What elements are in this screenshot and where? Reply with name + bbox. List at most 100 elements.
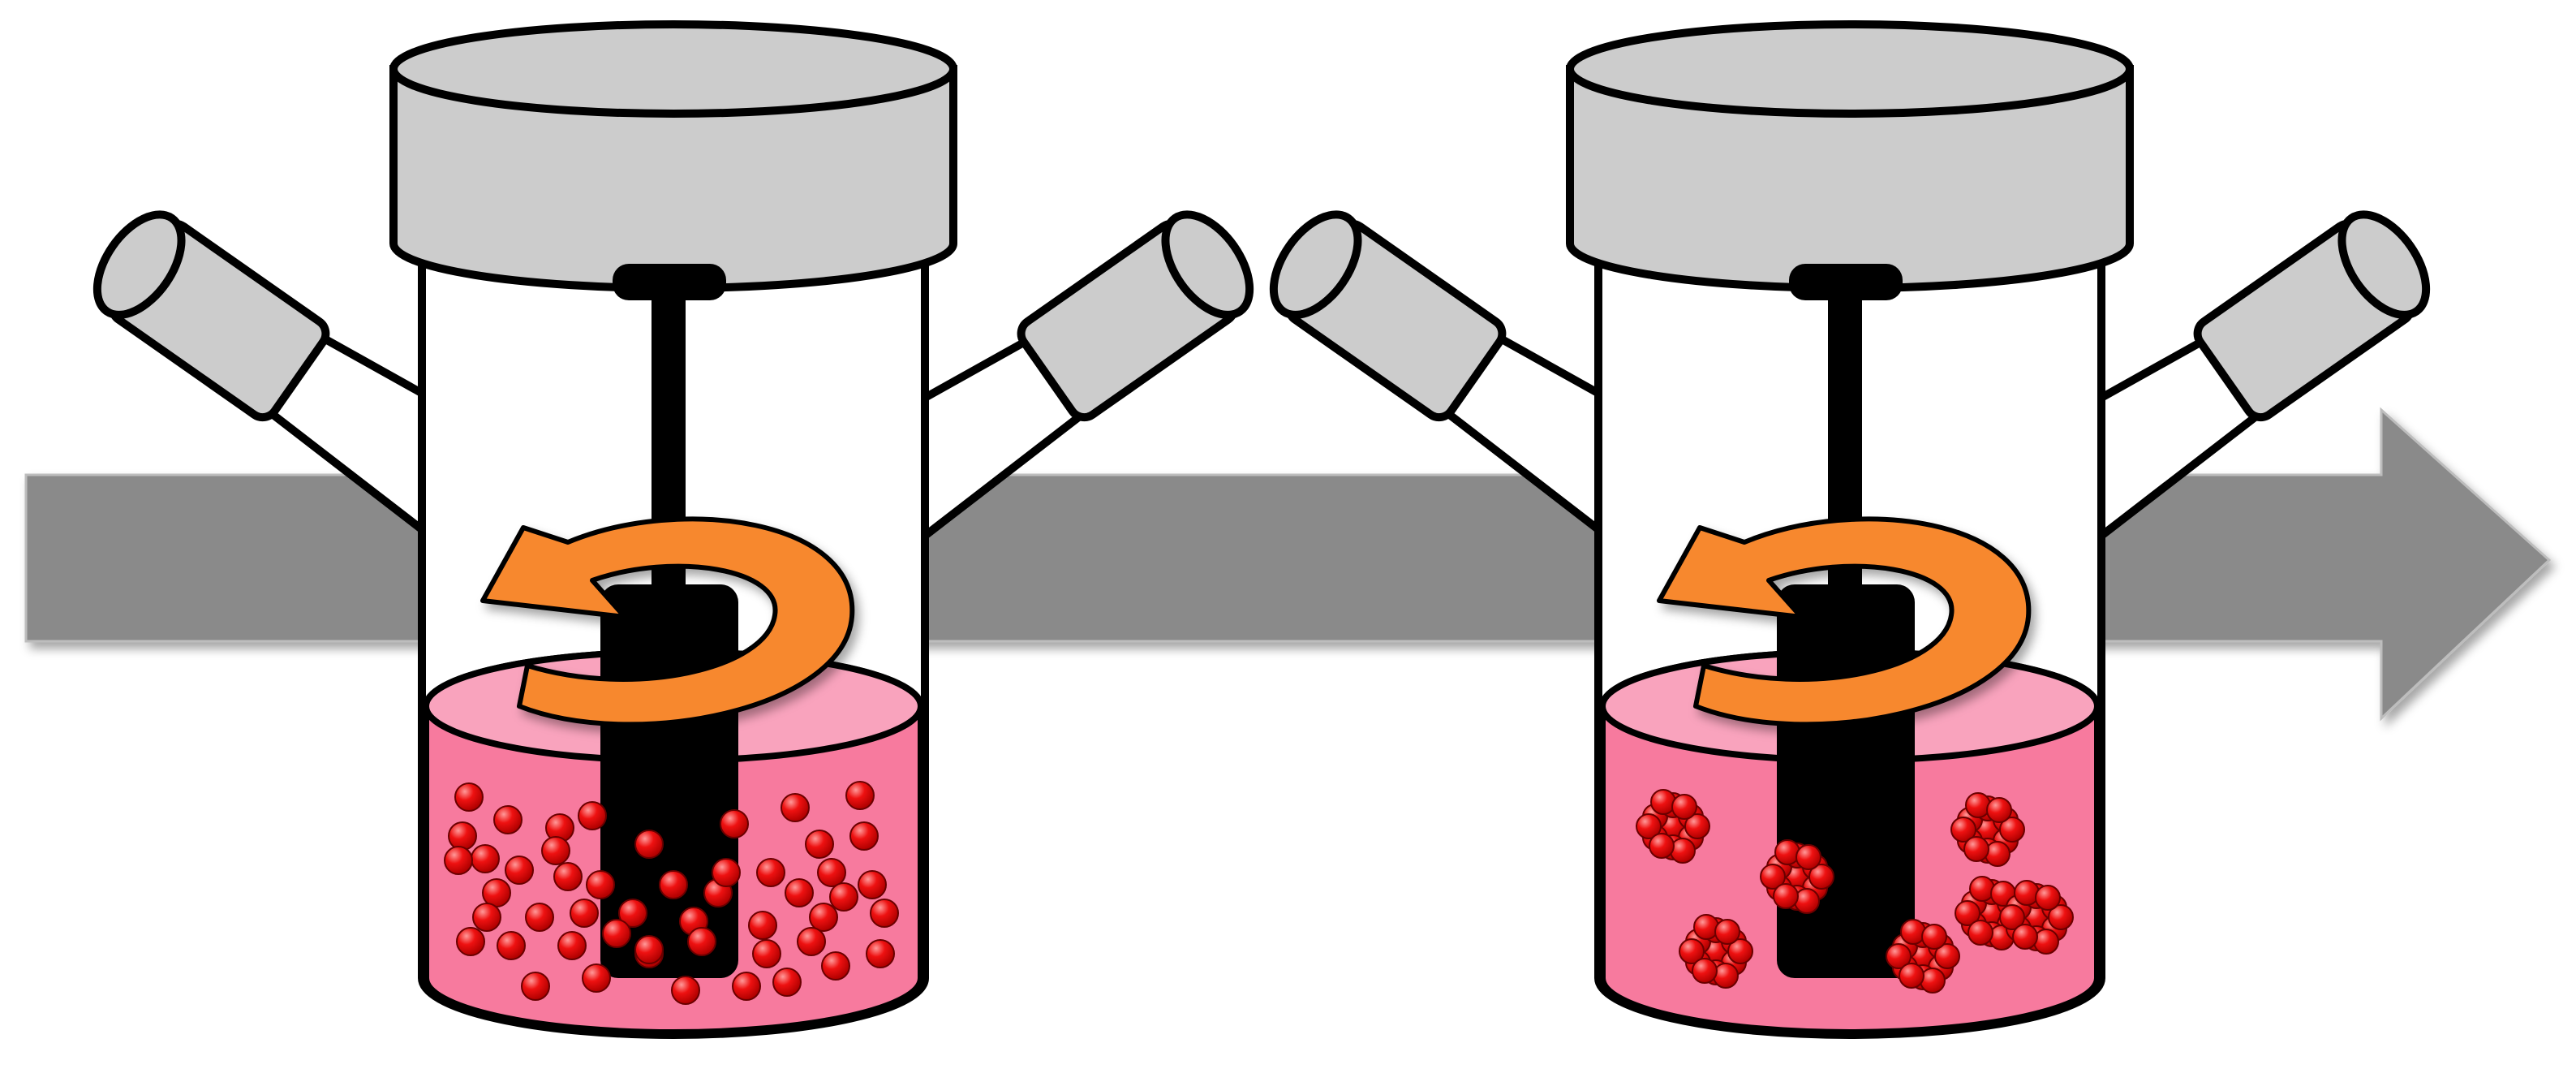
cell xyxy=(1886,943,1912,969)
cell xyxy=(756,858,785,887)
cell xyxy=(817,858,846,887)
cell xyxy=(521,972,550,1001)
cell-aggregate xyxy=(1679,914,1753,989)
cell xyxy=(1920,968,1946,994)
cell-aggregate xyxy=(1760,839,1834,914)
cell-aggregate xyxy=(1950,792,2025,867)
cell xyxy=(618,899,647,928)
cell xyxy=(505,856,534,885)
cell xyxy=(1999,904,2025,930)
cell xyxy=(1649,833,1675,859)
cell xyxy=(444,846,473,875)
cell xyxy=(634,935,664,964)
cell xyxy=(1900,919,1926,945)
cell xyxy=(821,951,850,981)
flask-top-cap xyxy=(1566,20,2134,292)
spinner-flask-aggregates xyxy=(1269,20,2431,1039)
rotation-arrow xyxy=(1657,516,2032,727)
cell xyxy=(1714,919,1740,945)
cell xyxy=(1921,924,1947,950)
side-arm-left xyxy=(1269,210,1611,540)
cell xyxy=(471,844,500,873)
cell xyxy=(866,939,895,968)
cell xyxy=(1986,797,2012,823)
side-arm-right xyxy=(2097,210,2431,540)
cell xyxy=(797,927,826,956)
cell xyxy=(541,836,570,865)
cell xyxy=(2048,904,2074,930)
cell xyxy=(1692,958,1718,984)
cell xyxy=(1963,836,1989,862)
cell xyxy=(1965,792,1991,818)
cell-aggregates xyxy=(1636,789,2074,994)
flask-top-cap xyxy=(389,20,957,292)
cell xyxy=(809,903,838,932)
cell xyxy=(456,927,485,956)
cell-aggregate xyxy=(1886,919,1960,994)
cell xyxy=(525,903,554,932)
cell-aggregate xyxy=(1636,789,1710,864)
cell xyxy=(1794,888,1820,914)
cell xyxy=(1670,838,1696,864)
cell xyxy=(845,781,875,810)
cell xyxy=(720,809,749,838)
cell xyxy=(448,821,477,851)
cell xyxy=(1773,883,1799,909)
cell xyxy=(2033,929,2059,955)
cell xyxy=(1955,900,1980,926)
cell xyxy=(1999,817,2025,843)
spinner-flask-single-cells xyxy=(92,20,1254,1039)
cell xyxy=(497,931,526,960)
cell xyxy=(1713,963,1739,989)
cell xyxy=(482,878,511,907)
cell xyxy=(1899,963,1924,989)
cell xyxy=(772,968,802,997)
rotation-arrow xyxy=(480,516,855,727)
cell xyxy=(472,903,501,932)
cell xyxy=(1636,813,1662,839)
cell xyxy=(553,862,583,891)
cell xyxy=(1727,938,1753,964)
cell xyxy=(2035,885,2061,911)
cell xyxy=(671,976,700,1005)
cell xyxy=(1985,841,2010,867)
cell xyxy=(805,830,834,859)
cell xyxy=(2014,880,2040,906)
cell xyxy=(785,878,814,907)
cell xyxy=(1774,839,1800,865)
cell xyxy=(493,805,523,834)
cell xyxy=(781,793,810,822)
cell-aggregate xyxy=(1999,880,2074,955)
cell xyxy=(586,870,615,899)
cell xyxy=(602,919,631,948)
cell xyxy=(849,821,879,851)
cell xyxy=(1934,943,1960,969)
cell xyxy=(1760,864,1786,890)
cell xyxy=(1969,876,1995,902)
cell xyxy=(634,830,664,859)
cell xyxy=(1795,844,1821,870)
cell xyxy=(829,882,858,912)
cell xyxy=(870,899,899,928)
dispersed-cells xyxy=(444,781,899,1005)
cell xyxy=(687,927,716,956)
cell xyxy=(1950,817,1976,843)
cell xyxy=(748,911,777,940)
cell xyxy=(1808,864,1834,890)
cell xyxy=(1693,914,1719,940)
cell xyxy=(1679,938,1705,964)
cell xyxy=(858,870,887,899)
cell xyxy=(1967,920,1993,946)
cell xyxy=(2012,924,2038,950)
cell xyxy=(659,870,688,899)
cell xyxy=(732,972,761,1001)
cell xyxy=(1650,789,1676,815)
cell xyxy=(752,939,781,968)
cell xyxy=(1671,794,1697,820)
cell xyxy=(454,782,484,812)
cell xyxy=(712,858,741,887)
cell xyxy=(578,801,607,830)
cell xyxy=(557,931,587,960)
cell xyxy=(570,899,599,928)
